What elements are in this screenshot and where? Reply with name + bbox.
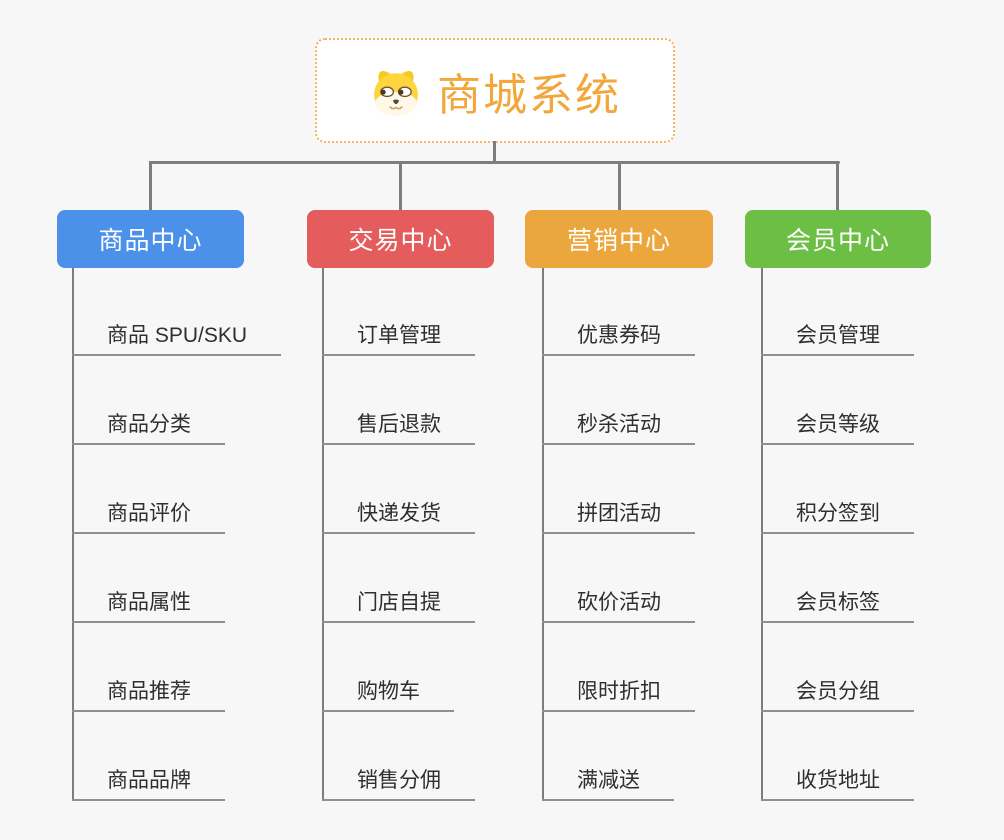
sub-topic-node[interactable]: 商品推荐 — [72, 676, 225, 712]
connector-line — [149, 161, 152, 210]
sub-topic-node[interactable]: 满减送 — [542, 765, 674, 801]
connector-line — [836, 161, 839, 210]
branch-trunk-line — [761, 268, 763, 801]
sub-topic-node[interactable]: 会员分组 — [761, 676, 914, 712]
connector-line — [493, 141, 496, 163]
sub-topic-node[interactable]: 优惠券码 — [542, 320, 695, 356]
branch-node-product-center[interactable]: 商品中心 — [57, 210, 244, 268]
sub-topic-node[interactable]: 购物车 — [322, 676, 454, 712]
connector-line — [618, 161, 621, 210]
sub-topic-node[interactable]: 积分签到 — [761, 498, 914, 534]
branch-node-member-center[interactable]: 会员中心 — [745, 210, 931, 268]
branch-trunk-line — [322, 268, 324, 801]
connector-line — [399, 161, 402, 210]
branch-trunk-line — [72, 268, 74, 801]
sub-topic-node[interactable]: 拼团活动 — [542, 498, 695, 534]
sub-topic-node[interactable]: 销售分佣 — [322, 765, 475, 801]
root-node[interactable]: 商城系统 — [315, 38, 675, 143]
sub-topic-node[interactable]: 售后退款 — [322, 409, 475, 445]
sub-topic-node[interactable]: 商品品牌 — [72, 765, 225, 801]
sub-topic-node[interactable]: 会员标签 — [761, 587, 914, 623]
sub-topic-node[interactable]: 商品属性 — [72, 587, 225, 623]
sub-topic-node[interactable]: 商品分类 — [72, 409, 225, 445]
branch-node-trade-center[interactable]: 交易中心 — [307, 210, 494, 268]
sub-topic-node[interactable]: 订单管理 — [322, 320, 475, 356]
sub-topic-node[interactable]: 砍价活动 — [542, 587, 695, 623]
sub-topic-node[interactable]: 收货地址 — [761, 765, 914, 801]
root-title: 商城系统 — [437, 70, 621, 120]
branch-trunk-line — [542, 268, 544, 801]
sub-topic-node[interactable]: 快递发货 — [322, 498, 475, 534]
sub-topic-node[interactable]: 会员管理 — [761, 320, 914, 356]
connector-line — [149, 161, 840, 164]
sub-topic-node[interactable]: 商品评价 — [72, 498, 225, 534]
sub-topic-node[interactable]: 限时折扣 — [542, 676, 695, 712]
sub-topic-node[interactable]: 秒杀活动 — [542, 409, 695, 445]
dog-face-icon — [374, 70, 418, 115]
branch-node-marketing-center[interactable]: 营销中心 — [525, 210, 713, 268]
sub-topic-node[interactable]: 商品 SPU/SKU — [72, 320, 282, 356]
sub-topic-node[interactable]: 门店自提 — [322, 587, 475, 623]
sub-topic-node[interactable]: 会员等级 — [761, 409, 914, 445]
